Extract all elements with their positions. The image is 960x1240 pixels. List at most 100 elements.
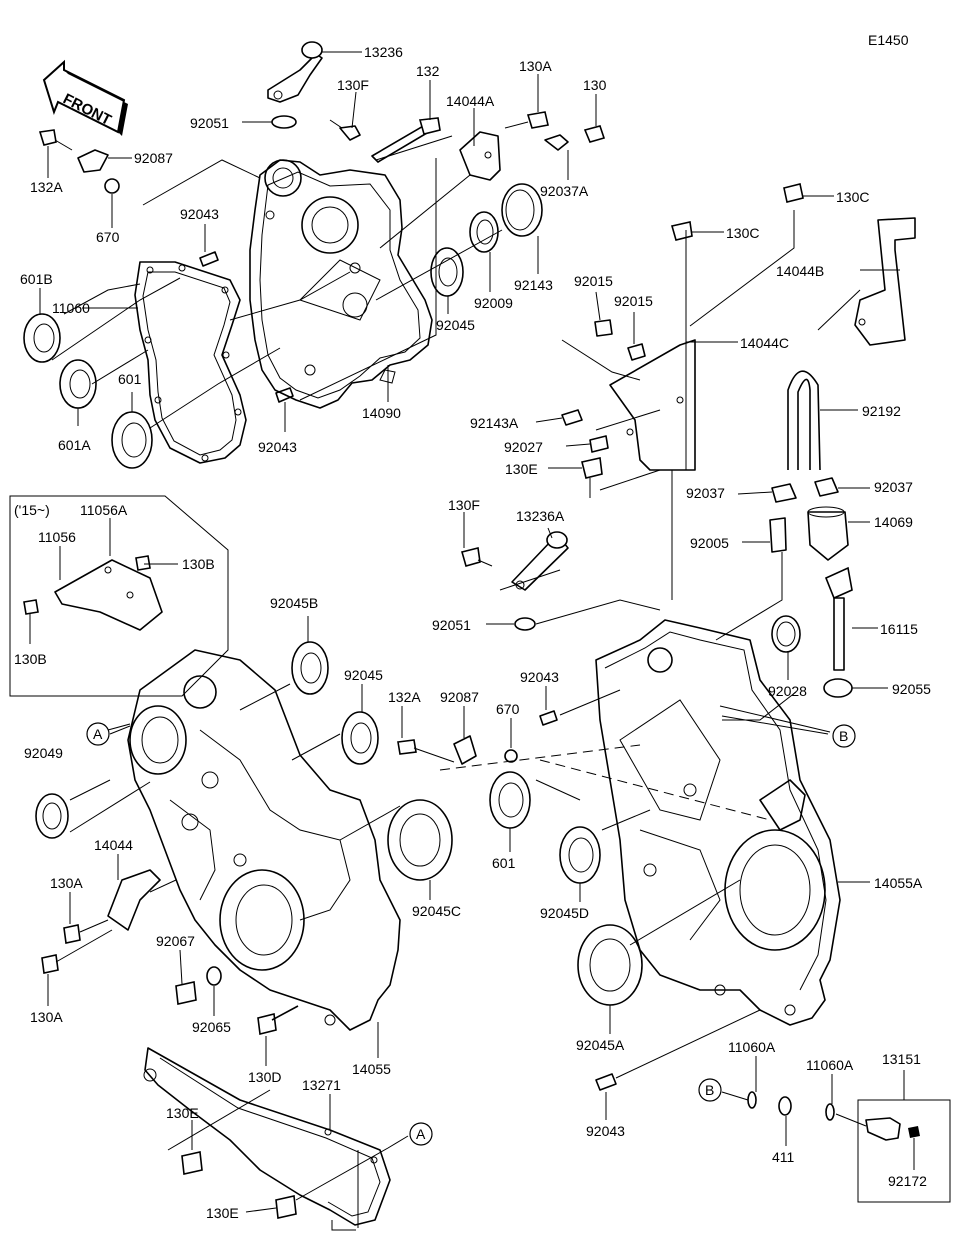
label-92045-top: 92045	[436, 317, 475, 333]
bracket-14044B	[854, 217, 916, 346]
label-14055: 14055	[352, 1061, 391, 1077]
washer-11060A-b	[825, 1103, 835, 1121]
label-130A-b: 130A	[30, 1009, 63, 1025]
label-130E-a: 130E	[166, 1105, 199, 1121]
label-132: 132	[416, 63, 440, 79]
label-130E-mid: 130E	[505, 461, 538, 477]
label-14069: 14069	[874, 514, 913, 530]
bracket-14044C	[609, 339, 696, 471]
bolt-130A-a	[63, 924, 81, 944]
pin-92043-mid	[539, 710, 558, 726]
bearing-92045C	[387, 799, 453, 881]
crankcase-14055	[127, 649, 401, 1031]
label-92043-a: 92043	[180, 206, 219, 222]
diagram-code: E1450	[868, 32, 909, 48]
part-labels: 13236 130F 132 130A 130 92051 14044A 920…	[14, 44, 931, 1221]
nut-92015-b	[627, 343, 646, 361]
inset-box-2015	[9, 495, 229, 697]
breather-14069	[807, 506, 849, 561]
label-130F-mid: 130F	[448, 497, 480, 513]
label-year-note: ('15~)	[14, 502, 50, 518]
oring-670	[104, 178, 120, 194]
label-92045-mid: 92045	[344, 667, 383, 683]
label-92055: 92055	[892, 681, 931, 697]
svg-text:B: B	[839, 728, 848, 744]
label-92037-b: 92037	[874, 479, 913, 495]
label-16115: 16115	[880, 621, 918, 637]
nut-130	[583, 125, 606, 143]
plug-92067	[175, 981, 197, 1005]
bearing-92045D	[559, 826, 601, 884]
dash-line-a	[539, 759, 771, 821]
label-130E-b: 130E	[206, 1205, 239, 1221]
collar-92143A	[561, 409, 583, 426]
bolt-132A-mid	[397, 739, 455, 763]
washer-411	[778, 1096, 792, 1116]
bearing-601	[111, 411, 153, 469]
label-601-mid: 601	[492, 855, 516, 871]
label-92087-mid: 92087	[440, 689, 479, 705]
label-130A-a: 130A	[50, 875, 83, 891]
svg-text:A: A	[416, 1126, 426, 1142]
label-11060: 11060	[52, 300, 90, 316]
bearing-92045A	[577, 924, 643, 1006]
label-92143A: 92143A	[470, 415, 519, 431]
label-13236: 13236	[364, 44, 403, 60]
label-14055A: 14055A	[874, 875, 923, 891]
label-601: 601	[118, 371, 142, 387]
clamp-92037-b	[814, 477, 839, 497]
dash-line-b	[439, 744, 641, 771]
label-132A-mid: 132A	[388, 689, 421, 705]
label-92037A: 92037A	[540, 183, 589, 199]
oring-92055	[823, 678, 853, 698]
label-11060A-b: 11060A	[806, 1057, 854, 1073]
pipe-92005	[769, 517, 787, 553]
reference-a-bottom: A	[409, 1122, 433, 1146]
label-130-top: 130	[583, 77, 607, 93]
label-11060A-a: 11060A	[728, 1039, 776, 1055]
gasket-11060	[134, 261, 247, 464]
gear-case-cover-14090	[249, 159, 433, 409]
front-arrow-icon: FRONT	[42, 59, 128, 136]
bolt-130F-mid	[461, 547, 493, 567]
label-14044C: 14044C	[740, 335, 789, 351]
label-92043-bot: 92043	[586, 1123, 625, 1139]
bearing-601B	[23, 313, 61, 363]
bolt-130E-b	[275, 1195, 297, 1219]
label-92045B: 92045B	[270, 595, 318, 611]
label-14044A: 14044A	[446, 93, 495, 109]
washer-92065	[206, 966, 222, 986]
reference-b-bottom: B	[698, 1078, 722, 1102]
label-92045C: 92045C	[412, 903, 461, 919]
label-92051-top: 92051	[190, 115, 229, 131]
plate-92087-mid	[453, 735, 477, 765]
plate-92087	[77, 149, 109, 173]
bearing-601-mid	[489, 771, 531, 829]
label-92192: 92192	[862, 403, 901, 419]
leader-lines	[29, 51, 915, 1231]
label-411: 411	[772, 1149, 795, 1165]
crankcase-14055A	[595, 619, 841, 1026]
pin-92043-a	[199, 251, 219, 267]
label-92043-b: 92043	[258, 439, 297, 455]
bearing-601A	[59, 359, 97, 409]
bolt-132A	[38, 129, 73, 151]
bolt-130E-mid	[581, 457, 603, 498]
label-130B-b: 130B	[14, 651, 47, 667]
label-132A-top: 132A	[30, 179, 63, 195]
bolt-130A	[504, 111, 549, 129]
washer-92051	[271, 115, 297, 129]
label-92028: 92028	[768, 683, 807, 699]
label-130A-top: 130A	[519, 58, 552, 74]
collar-92028	[771, 615, 801, 653]
label-130C-a: 130C	[726, 225, 759, 241]
bolt-130C-b	[783, 183, 804, 203]
hose-92192	[787, 370, 821, 471]
label-130D: 130D	[248, 1069, 281, 1085]
label-670-top: 670	[96, 229, 120, 245]
reference-b-right: B	[832, 724, 856, 748]
washer-92051-mid	[514, 617, 536, 631]
bracket-14044A	[459, 131, 501, 181]
label-92049: 92049	[24, 745, 63, 761]
dipstick-16115	[824, 566, 853, 671]
